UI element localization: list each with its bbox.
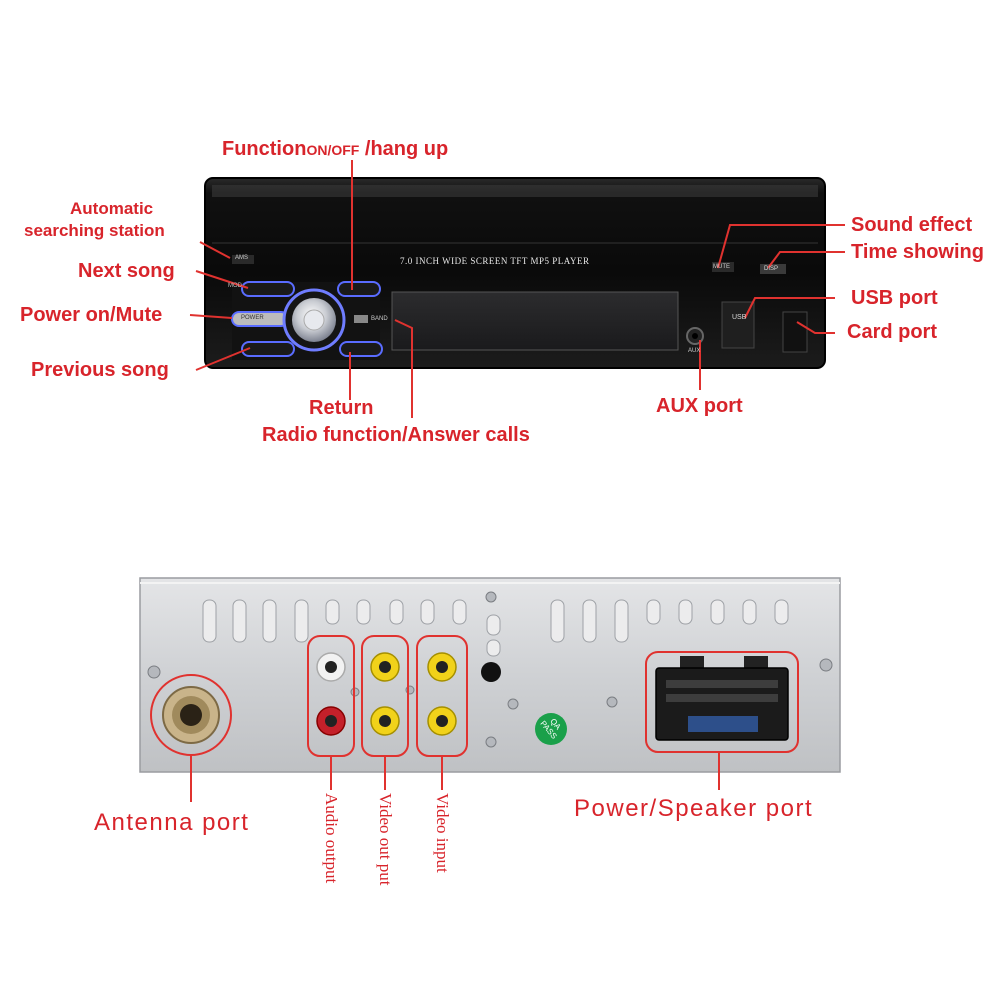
rear-callout-boxes [150,635,799,802]
previous-song-button[interactable] [241,341,295,357]
disp-button[interactable] [760,264,786,274]
time-showing-label: Time showing [851,241,984,263]
qa-pass-sticker [535,713,567,745]
card-slot[interactable] [782,311,808,353]
return-label: Return [309,397,374,419]
ams-text: AMS [235,255,249,261]
function-label: FunctionON/OFF /hang up [222,138,449,160]
vent-slots [202,599,789,657]
front-callout-lines [189,160,845,418]
power-text: POWER [241,315,264,321]
mute-button[interactable] [712,262,734,272]
band-button[interactable] [354,315,368,323]
function-button[interactable] [337,281,381,297]
video-output-label: Video out put [376,793,395,886]
audio-output-label: Audio output [322,793,341,884]
video-output-jacks[interactable] [370,652,400,736]
power-mute-label: Power on/Mute [20,304,163,326]
mute-text: MUTE [713,264,730,270]
audio-output-jacks[interactable] [316,652,346,736]
power-speaker-port-label: Power/Speaker port [574,795,814,822]
video-input-jacks[interactable] [427,652,457,736]
rear-chassis [139,577,841,773]
video-input-label: Video input [433,793,452,873]
antenna-port[interactable] [162,686,220,744]
radio-function-label: Radio function/Answer calls [262,424,530,446]
mount-hole [481,662,501,682]
auto-search-label-1: Automatic [70,199,154,218]
auto-search-label-2: searching station [24,221,165,240]
band-text: BAND [371,316,388,322]
screen-print-text: 7.0 INCH WIDE SCREEN TFT MP5 PLAYER [400,256,590,266]
ams-button[interactable] [232,255,254,264]
antenna-port-label: Antenna port [94,809,250,836]
previous-song-label: Previous song [31,359,169,381]
power-speaker-connector[interactable] [655,656,789,741]
return-button[interactable] [339,341,383,357]
aux-text: AUX [688,348,701,354]
front-panel [204,177,826,369]
usb-port-label: USB port [851,287,938,309]
sound-effect-label: Sound effect [851,214,973,236]
aux-port-label: AUX port [656,395,743,417]
disp-text: DISP [764,266,779,272]
mode-text: MOD [228,283,242,289]
tft-screen [391,291,679,351]
next-song-button[interactable] [241,281,295,297]
card-port-label: Card port [847,321,937,343]
usb-text: USB [732,314,747,321]
next-song-label: Next song [78,260,175,282]
